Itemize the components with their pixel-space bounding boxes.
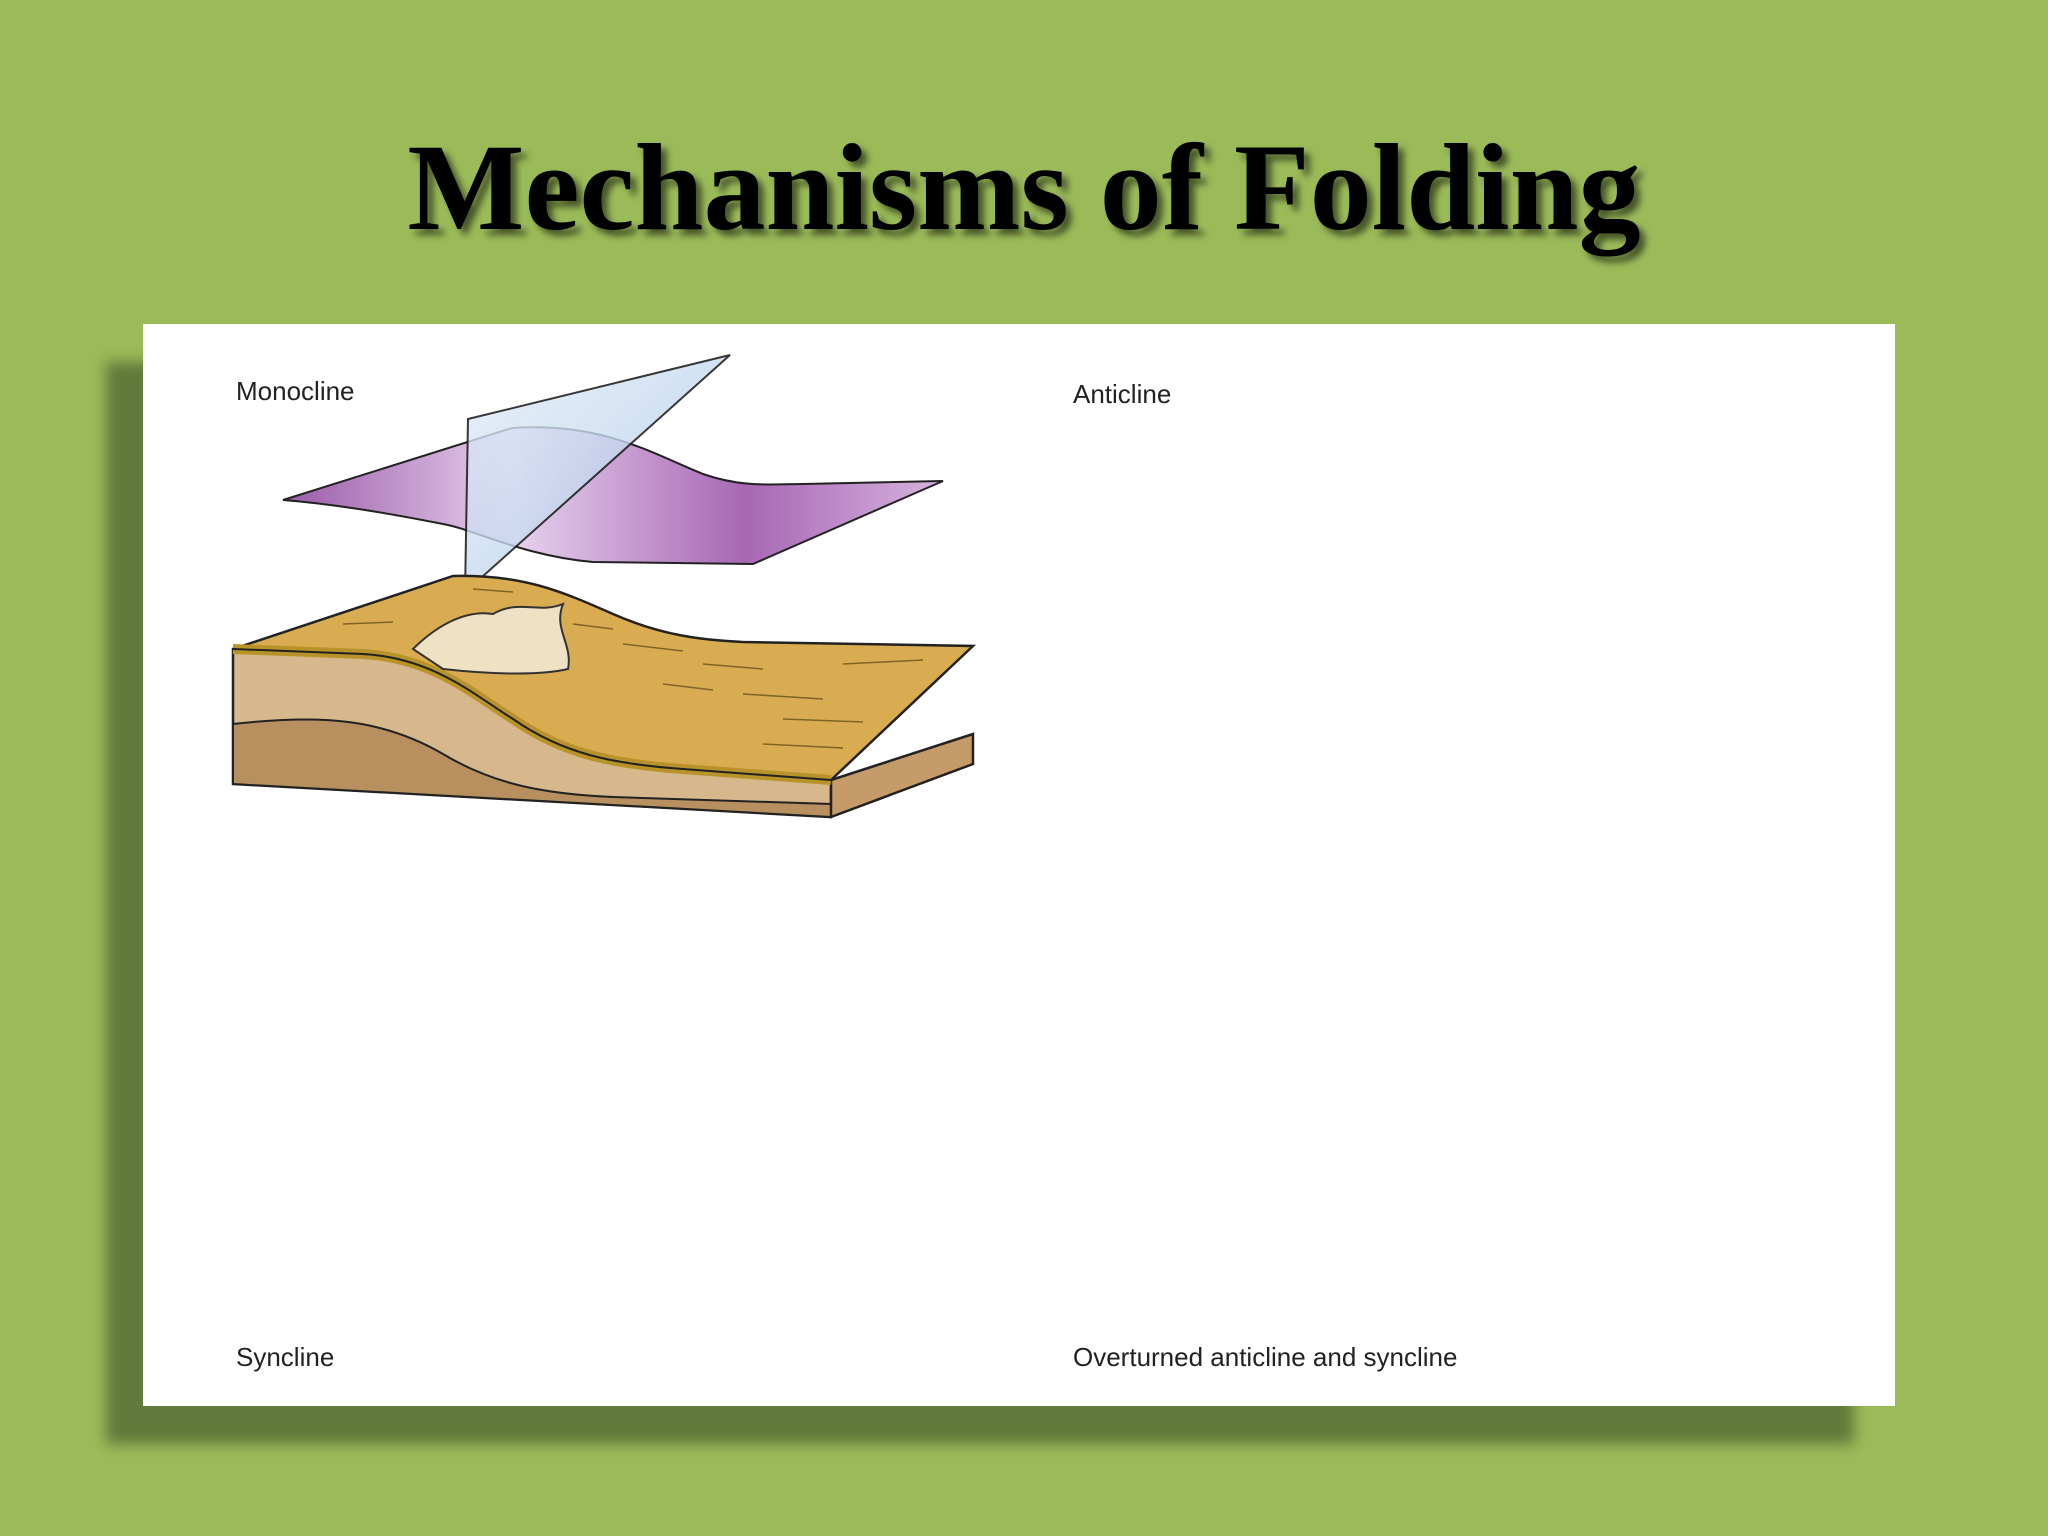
monocline-panel bbox=[231, 354, 977, 819]
fold-types-figure: Monocline Anticline Syncline Overturned … bbox=[143, 324, 1895, 1406]
label-monocline: Monocline bbox=[236, 376, 355, 406]
label-anticline: Anticline bbox=[1073, 379, 1172, 409]
label-overturned: Overturned anticline and syncline bbox=[1073, 1342, 1458, 1372]
fold-diagram bbox=[231, 354, 977, 819]
slide-title: Mechanisms of Folding bbox=[407, 119, 1641, 256]
label-syncline: Syncline bbox=[236, 1342, 335, 1372]
monocline-fold-surface bbox=[282, 426, 944, 566]
monocline-outcrop bbox=[411, 602, 570, 675]
monocline-lower-bed bbox=[232, 718, 832, 819]
monocline-right-side bbox=[829, 732, 975, 819]
